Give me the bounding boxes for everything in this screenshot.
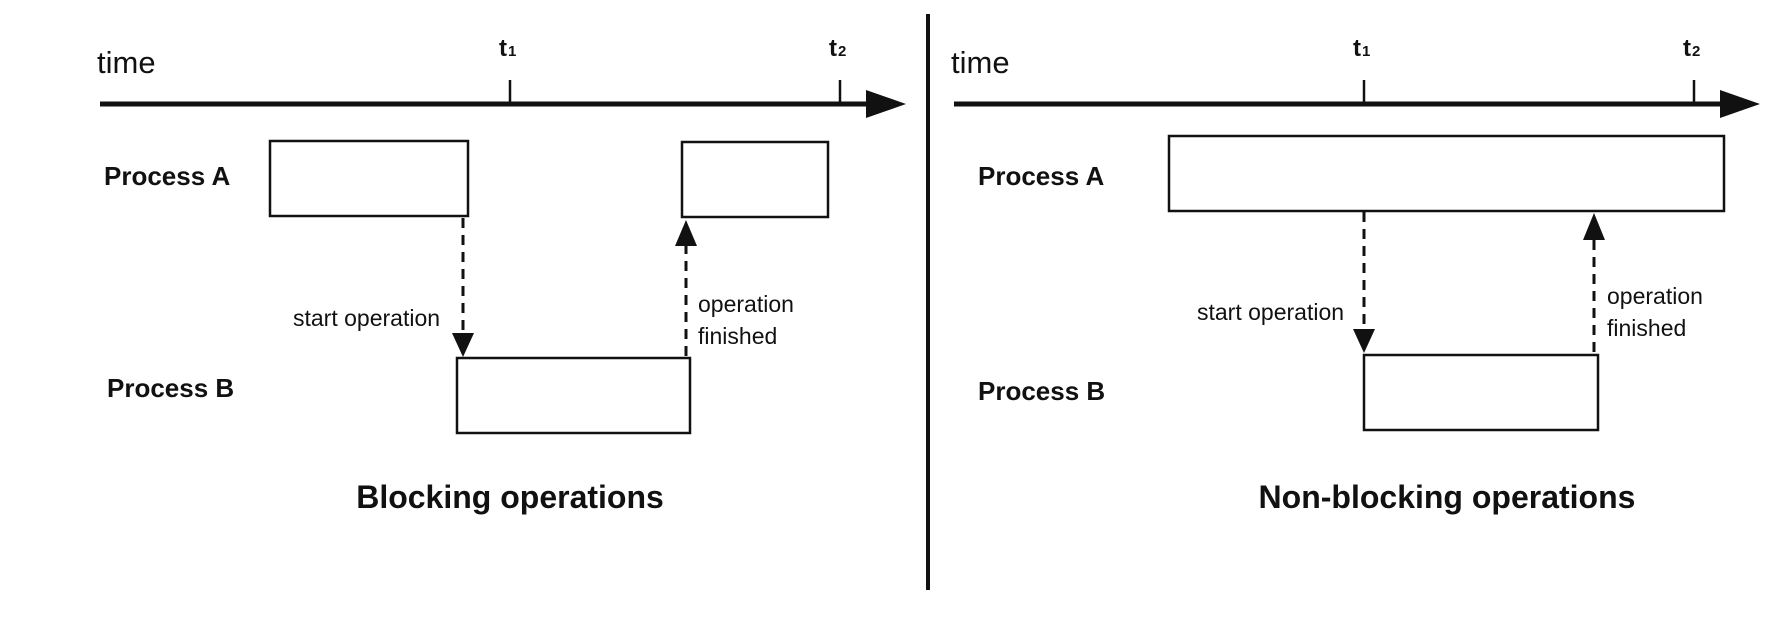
process-b-label: Process B [107, 373, 234, 403]
process-a-segment-1 [268, 139, 470, 218]
process-a-segment [1167, 134, 1726, 213]
operation-finished-label-line2: finished [1607, 315, 1686, 341]
non-blocking-panel: time t1 t2 Process A Process B start ope… [951, 35, 1760, 515]
start-operation-label: start operation [1197, 299, 1344, 325]
start-operation-label: start operation [293, 305, 440, 331]
tick-t1-label: t1 [1353, 35, 1370, 62]
operation-finished-label-line2: finished [698, 323, 777, 349]
process-a-label: Process A [978, 161, 1104, 191]
process-a-label: Process A [104, 161, 230, 191]
time-axis-label: time [97, 45, 156, 80]
blocking-caption: Blocking operations [356, 479, 664, 515]
time-axis-label: time [951, 45, 1010, 80]
time-axis-arrowhead [1720, 90, 1760, 118]
tick-t1-label: t1 [499, 35, 516, 62]
start-operation-arrowhead [1353, 329, 1375, 353]
operation-finished-arrowhead [675, 220, 697, 246]
tick-t2-label: t2 [829, 35, 846, 62]
operation-finished-label-line1: operation [698, 291, 794, 317]
time-axis-arrowhead [866, 90, 906, 118]
process-b-segment [455, 356, 692, 435]
operation-finished-label-line1: operation [1607, 283, 1703, 309]
start-operation-arrowhead [452, 333, 474, 357]
process-b-label: Process B [978, 376, 1105, 406]
non-blocking-caption: Non-blocking operations [1259, 479, 1636, 515]
operation-finished-arrowhead [1583, 213, 1605, 240]
process-b-segment [1362, 353, 1600, 432]
blocking-panel: time t1 t2 Process A Process B start ope… [97, 35, 906, 515]
process-a-segment-2 [680, 140, 830, 219]
tick-t2-label: t2 [1683, 35, 1700, 62]
